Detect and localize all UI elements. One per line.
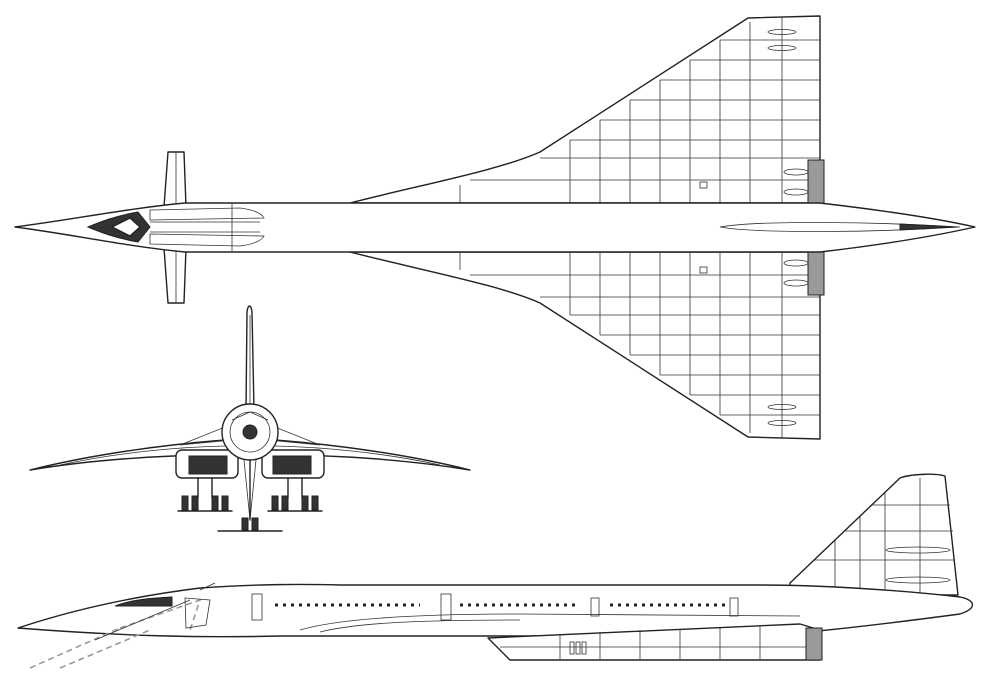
front-view-main-gear bbox=[177, 477, 323, 512]
side-view bbox=[17, 473, 974, 669]
top-view-left-wing bbox=[349, 15, 821, 204]
side-view-droop-nose-outline bbox=[29, 598, 202, 669]
top-view-wing-panels-upper bbox=[459, 17, 820, 203]
side-view-fuselage bbox=[17, 583, 974, 638]
front-view bbox=[29, 305, 471, 532]
top-view bbox=[14, 15, 976, 440]
top-view-engine-exhaust-lower bbox=[807, 248, 825, 296]
front-view-intake-right bbox=[272, 455, 312, 475]
top-view-right-wing bbox=[349, 251, 821, 440]
side-view-nacelle-panels bbox=[500, 626, 820, 660]
side-view-tail-panels bbox=[815, 478, 955, 595]
side-view-engine-exhaust bbox=[805, 627, 823, 661]
top-view-canard-lower bbox=[163, 247, 187, 304]
front-view-intake-left bbox=[188, 455, 228, 475]
side-view-vertical-tail bbox=[789, 473, 959, 596]
top-view-canard-upper bbox=[163, 151, 187, 208]
top-view-fuselage bbox=[14, 202, 976, 253]
front-view-nose-gear bbox=[217, 459, 283, 532]
side-view-door-front bbox=[251, 593, 263, 621]
top-view-engine-exhaust-upper bbox=[807, 159, 825, 207]
side-view-cockpit-windows bbox=[114, 596, 173, 607]
side-view-door-mid bbox=[440, 593, 452, 621]
side-view-door-aft bbox=[729, 597, 739, 617]
top-view-wing-panels-lower bbox=[459, 252, 820, 438]
side-view-door-rear bbox=[590, 597, 600, 617]
